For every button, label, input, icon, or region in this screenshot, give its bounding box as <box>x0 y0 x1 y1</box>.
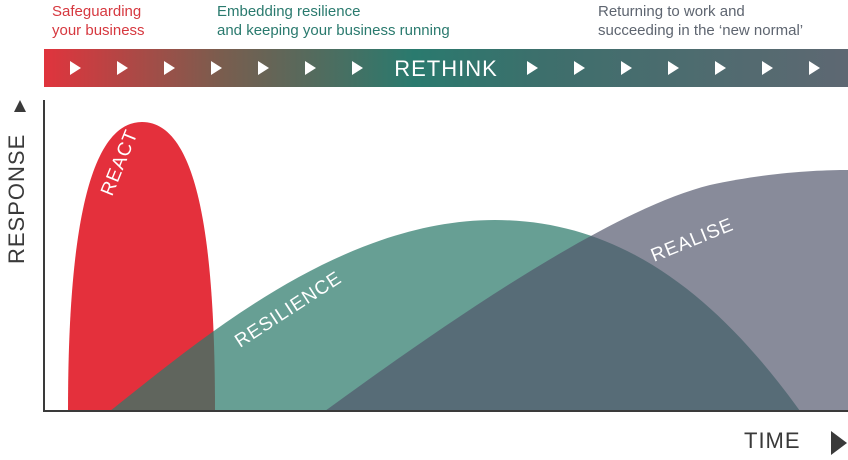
banner-arrow-icon <box>211 61 222 75</box>
banner-arrow-icon <box>527 61 538 75</box>
banner-arrow-icon <box>668 61 679 75</box>
phase-label-embedding: Embedding resilience and keeping your bu… <box>217 3 450 39</box>
realise-curve <box>325 170 848 411</box>
x-axis-arrow-icon <box>831 431 847 455</box>
banner-arrow-icon <box>352 61 363 75</box>
banner-arrow-icon <box>258 61 269 75</box>
banner-title: RETHINK <box>394 56 498 81</box>
x-axis-label: TIME <box>744 428 801 453</box>
banner-arrow-icon <box>70 61 81 75</box>
y-axis-arrow-icon <box>14 100 26 112</box>
banner-arrow-icon <box>621 61 632 75</box>
banner-arrow-icon <box>574 61 585 75</box>
phase-label-safeguarding: Safeguarding your business <box>52 3 145 39</box>
react-curve <box>68 122 215 411</box>
banner-arrow-icon <box>117 61 128 75</box>
y-axis-label: RESPONSE <box>4 133 29 264</box>
phase-label-returning: Returning to work and succeeding in the … <box>598 3 804 39</box>
rethink-banner: RETHINK <box>44 49 848 87</box>
banner-arrow-icon <box>715 61 726 75</box>
banner-arrow-icon <box>164 61 175 75</box>
banner-arrow-icon <box>809 61 820 75</box>
banner-arrow-icon <box>762 61 773 75</box>
banner-arrow-icon <box>305 61 316 75</box>
